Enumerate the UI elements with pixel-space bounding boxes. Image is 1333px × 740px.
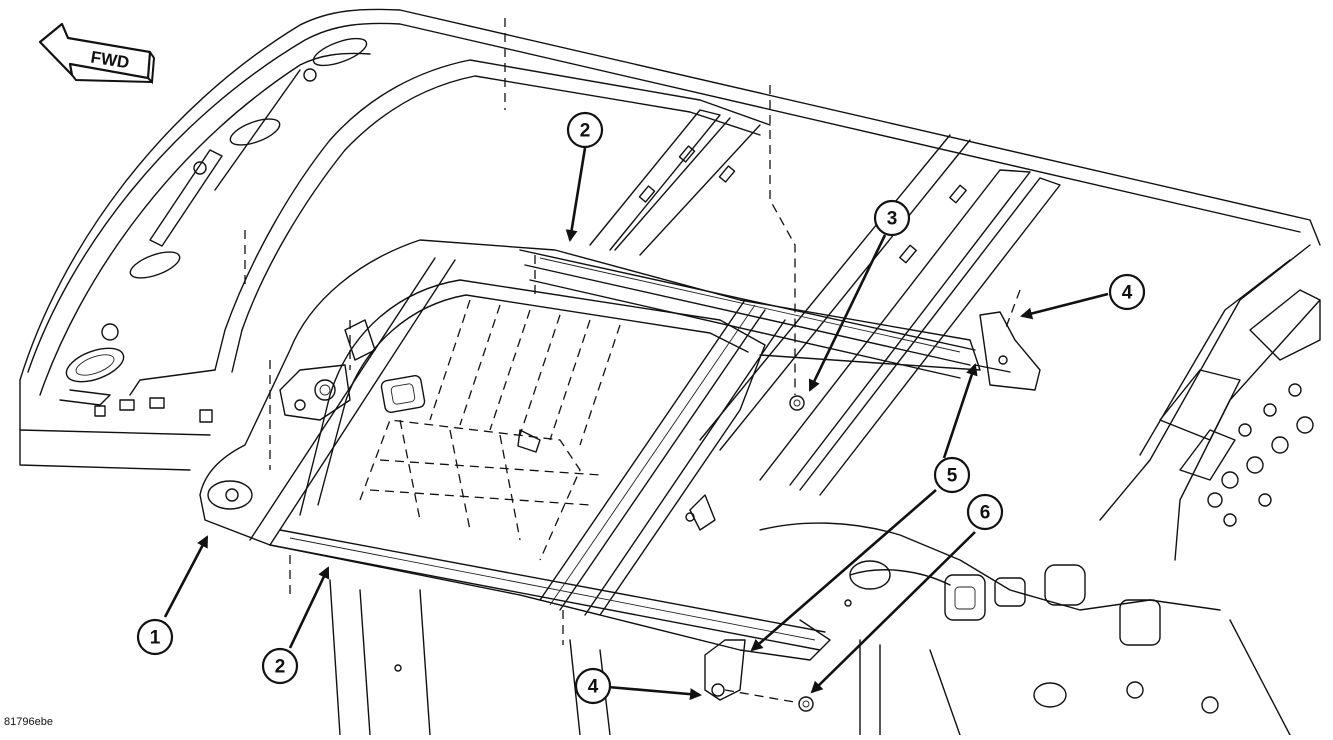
sunroof-module-frame bbox=[199, 239, 1041, 712]
forward-direction-arrow: FWD bbox=[38, 22, 156, 85]
callout-1: 1 bbox=[136, 618, 174, 656]
callout-5: 5 bbox=[933, 456, 971, 494]
roof-panel bbox=[19, 8, 1321, 736]
callout-4-upper: 4 bbox=[1108, 273, 1146, 311]
image-code: 81796ebe bbox=[4, 716, 53, 728]
callout-1-label: 1 bbox=[150, 628, 161, 649]
alignment-lines bbox=[244, 18, 1021, 704]
callout-6-label: 6 bbox=[980, 503, 991, 524]
callout-4-lower: 4 bbox=[574, 667, 612, 705]
callout-4-upper-label: 4 bbox=[1122, 283, 1133, 304]
callout-2-upper: 2 bbox=[566, 111, 604, 149]
callout-6: 6 bbox=[966, 493, 1004, 531]
callout-5-label: 5 bbox=[947, 466, 958, 487]
callout-2-upper-label: 2 bbox=[580, 121, 591, 142]
callout-leaders bbox=[163, 147, 1109, 701]
callout-3: 3 bbox=[873, 199, 911, 237]
callout-2-lower: 2 bbox=[261, 647, 299, 685]
callout-2-lower-label: 2 bbox=[275, 657, 286, 678]
callout-4-lower-label: 4 bbox=[588, 677, 599, 698]
callout-3-label: 3 bbox=[887, 209, 898, 230]
